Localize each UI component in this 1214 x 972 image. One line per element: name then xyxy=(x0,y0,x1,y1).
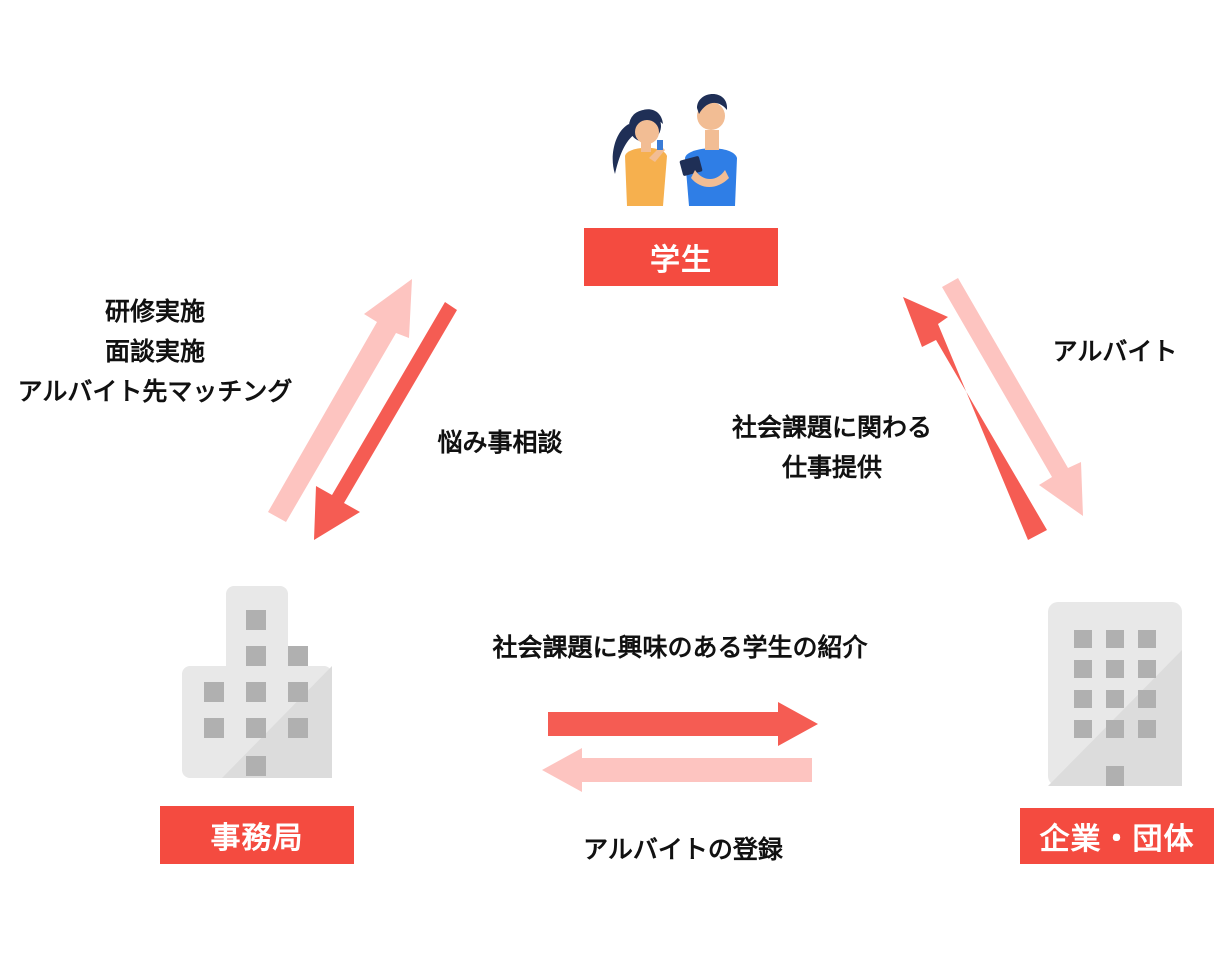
arrow-office-to-company xyxy=(548,702,818,746)
edge-company-to-student-label: 社会課題に関わる 仕事提供 xyxy=(712,408,952,488)
edge-company-to-office-label: アルバイトの登録 xyxy=(583,835,783,864)
arrow-company-to-office xyxy=(542,748,812,792)
node-student-label: 学生 xyxy=(584,228,778,286)
edge-line: 社会課題に関わる xyxy=(731,413,932,442)
edge-line: 面談実施 xyxy=(104,337,205,366)
node-office-label: 事務局 xyxy=(160,806,354,864)
arrow-student-to-office xyxy=(314,302,457,540)
edge-line: 仕事提供 xyxy=(781,453,882,482)
node-company-label: 企業・団体 xyxy=(1020,808,1214,864)
edge-student-to-office-label: 悩み事相談 xyxy=(437,428,563,457)
edge-line: アルバイト先マッチング xyxy=(17,377,293,406)
arrow-student-to-company xyxy=(942,278,1083,516)
edge-office-to-company-label: 社会課題に興味のある学生の紹介 xyxy=(492,633,868,662)
students-icon xyxy=(612,94,737,206)
edge-student-to-company-label: アルバイト xyxy=(1052,337,1178,366)
edge-office-to-student-label: 研修実施 面談実施 アルバイト先マッチング xyxy=(0,292,310,412)
arrow-company-to-student xyxy=(903,297,1047,540)
edge-line: 研修実施 xyxy=(104,297,205,326)
office-building-icon xyxy=(182,586,332,778)
arrow-office-to-student xyxy=(268,279,412,522)
company-building-icon xyxy=(1048,602,1182,786)
